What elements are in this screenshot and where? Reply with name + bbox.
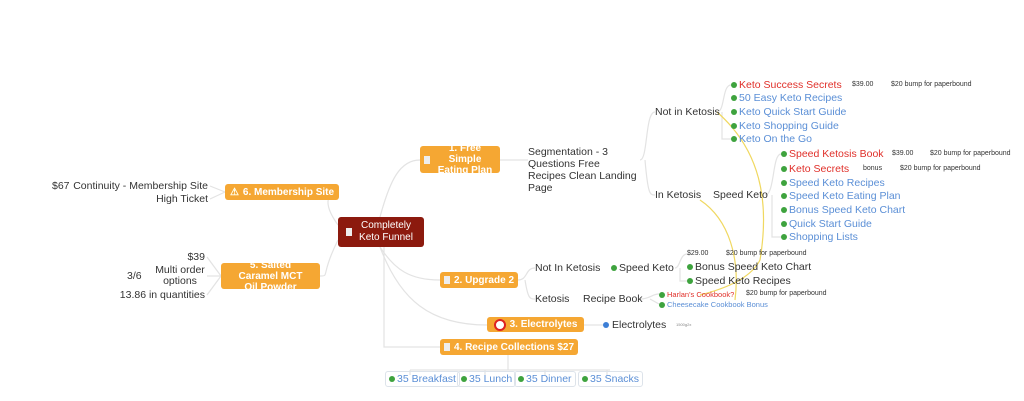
document-icon bbox=[443, 343, 450, 351]
document-icon bbox=[443, 276, 450, 284]
list-item[interactable]: Keto Secrets bbox=[781, 163, 849, 175]
recipe-book-node[interactable]: Recipe Book bbox=[583, 293, 643, 305]
list-item[interactable]: Harlan's Cookbook? bbox=[659, 290, 734, 299]
speed-keto-node[interactable]: Speed Keto bbox=[713, 189, 768, 201]
warning-icon: ⚠ bbox=[229, 186, 239, 198]
bump-note: $20 bump for paperbound bbox=[891, 81, 972, 88]
price-node[interactable]: $39 bbox=[187, 251, 205, 263]
recipe-item[interactable]: 35 Breakfast bbox=[385, 371, 460, 387]
check-icon bbox=[731, 82, 737, 89]
list-item[interactable]: Shopping Lists bbox=[781, 231, 858, 243]
recipe-item[interactable]: 35 Lunch bbox=[457, 371, 517, 387]
list-item[interactable]: Speed Keto Eating Plan bbox=[781, 190, 901, 202]
price-note: $39.00 bbox=[892, 150, 914, 157]
topic-membership-site[interactable]: ⚠6. Membership Site bbox=[225, 184, 339, 200]
list-item[interactable]: Bonus Speed Keto Chart bbox=[781, 204, 905, 216]
price-node[interactable]: $67 bbox=[52, 180, 70, 192]
bump-note: $20 bump for paperbound bbox=[930, 150, 1011, 157]
recipe-item[interactable]: 35 Snacks bbox=[578, 371, 644, 387]
list-item[interactable]: Cheesecake Cookbook Bonus bbox=[659, 300, 768, 309]
bump-note: $20 bump for paperbound bbox=[746, 290, 827, 297]
topic-recipe-collections[interactable]: 4. Recipe Collections $27 bbox=[440, 339, 578, 355]
check-icon bbox=[781, 207, 787, 214]
check-icon bbox=[687, 278, 693, 285]
electrolytes-node[interactable]: Electrolytes bbox=[603, 319, 666, 331]
bonus-note: bonus bbox=[863, 165, 883, 172]
ketosis-node[interactable]: Ketosis bbox=[535, 293, 570, 305]
list-item[interactable]: Keto Success Secrets bbox=[731, 79, 842, 91]
note: 1500g2x bbox=[676, 322, 692, 327]
root-node[interactable]: Completely Keto Funnel bbox=[338, 217, 424, 247]
check-icon bbox=[781, 234, 787, 241]
document-icon bbox=[424, 155, 430, 164]
check-icon bbox=[731, 109, 737, 116]
quantities-node[interactable]: 13.86 in quantities bbox=[119, 289, 205, 301]
check-icon bbox=[781, 180, 787, 187]
bump-note: $20 bump for paperbound bbox=[900, 165, 981, 172]
check-icon bbox=[731, 95, 737, 102]
segmentation-node[interactable]: Segmentation - 3 Questions Free Recipes … bbox=[528, 146, 637, 194]
speed-keto-node[interactable]: Speed Keto bbox=[611, 262, 674, 274]
document-icon bbox=[346, 228, 352, 236]
not-in-ketosis-node[interactable]: Not in Ketosis bbox=[655, 106, 720, 118]
price-note: $39.00 bbox=[852, 81, 874, 88]
list-item[interactable]: Bonus Speed Keto Chart bbox=[687, 261, 811, 273]
target-icon bbox=[493, 318, 506, 331]
list-item[interactable]: Quick Start Guide bbox=[781, 218, 872, 230]
not-in-ketosis-node[interactable]: Not In Ketosis bbox=[535, 262, 601, 274]
blue-dot-icon bbox=[603, 322, 609, 329]
check-icon bbox=[781, 151, 787, 158]
check-icon bbox=[731, 123, 737, 130]
topic-upgrade-2[interactable]: 2. Upgrade 2 bbox=[440, 272, 518, 288]
check-icon bbox=[582, 376, 588, 383]
in-ketosis-node[interactable]: In Ketosis bbox=[655, 189, 702, 201]
bump-note: $20 bump for paperbound bbox=[726, 250, 807, 257]
check-icon bbox=[518, 376, 524, 383]
check-icon bbox=[731, 136, 737, 143]
ratio-node[interactable]: 3/6 bbox=[127, 270, 142, 282]
continuity-node[interactable]: Continuity - Membership Site bbox=[73, 180, 208, 192]
high-ticket-node[interactable]: High Ticket bbox=[156, 193, 208, 205]
topic-salted-caramel[interactable]: 5. Salted Caramel MCT Oil Powder bbox=[221, 260, 320, 293]
recipe-item[interactable]: 35 Dinner bbox=[514, 371, 576, 387]
multi-order-node[interactable]: Multi order options bbox=[155, 264, 205, 287]
check-icon bbox=[611, 265, 617, 272]
list-item[interactable]: 50 Easy Keto Recipes bbox=[731, 92, 842, 104]
topic-free-simple-eating-plan[interactable]: 1. Free Simple Eating Plan bbox=[420, 143, 500, 176]
check-icon bbox=[781, 193, 787, 200]
check-icon bbox=[659, 302, 665, 309]
list-item[interactable]: Keto On the Go bbox=[731, 133, 812, 145]
list-item[interactable]: Speed Keto Recipes bbox=[781, 177, 885, 189]
check-icon bbox=[659, 292, 665, 299]
list-item[interactable]: Speed Keto Recipes bbox=[687, 275, 791, 287]
price-note: $29.00 bbox=[687, 250, 709, 257]
topic-electrolytes[interactable]: 3. Electrolytes bbox=[487, 317, 584, 332]
list-item[interactable]: Keto Quick Start Guide bbox=[731, 106, 846, 118]
check-icon bbox=[687, 264, 693, 271]
check-icon bbox=[461, 376, 467, 383]
list-item[interactable]: Keto Shopping Guide bbox=[731, 120, 839, 132]
check-icon bbox=[781, 221, 787, 228]
check-icon bbox=[781, 166, 787, 173]
list-item[interactable]: Speed Ketosis Book bbox=[781, 148, 884, 160]
check-icon bbox=[389, 376, 395, 383]
